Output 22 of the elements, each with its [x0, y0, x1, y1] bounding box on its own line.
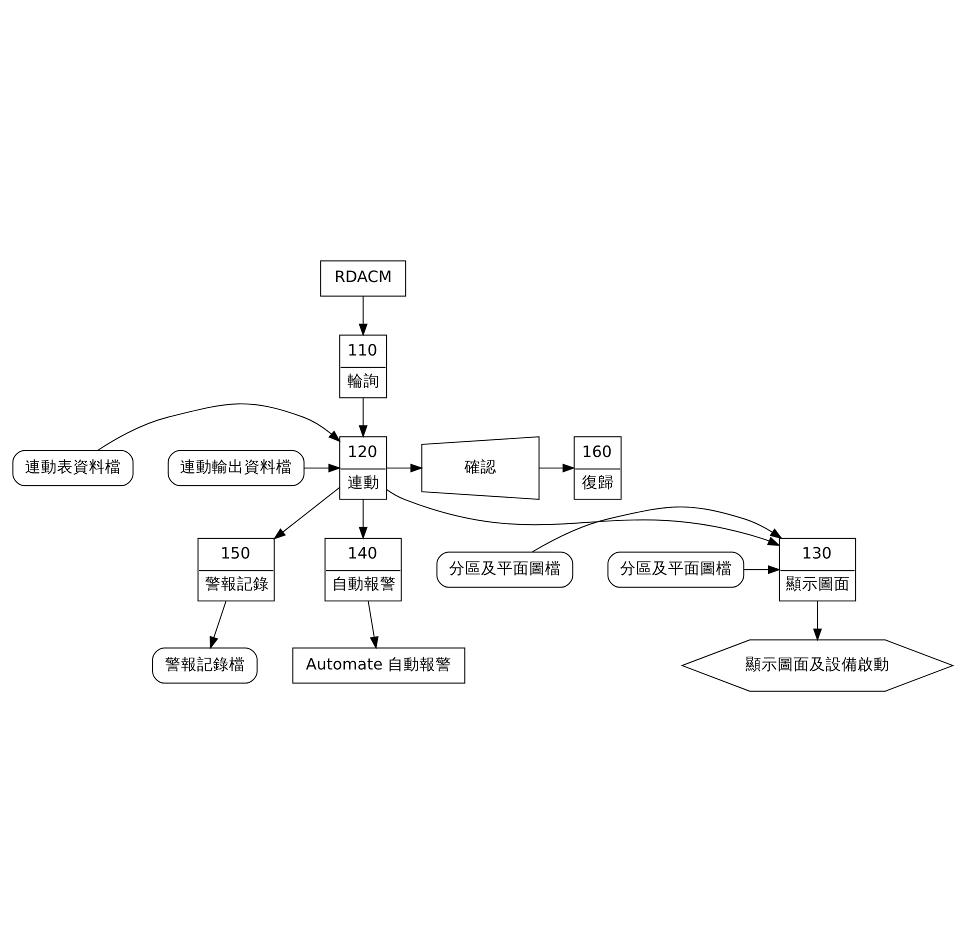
node-box: Automate 自動報警 [292, 646, 466, 684]
node-box: 分區及平面圖檔 [607, 551, 744, 588]
node-box: 分區及平面圖檔 [436, 551, 574, 588]
node-box: 連動表資料檔 [12, 449, 134, 486]
node-box: 確認 [421, 436, 540, 500]
arrow [304, 463, 342, 472]
arrow [210, 600, 226, 649]
arrow [386, 463, 424, 472]
arrow [97, 402, 341, 450]
arrow [358, 396, 368, 438]
arrow [386, 488, 780, 546]
arrow [358, 295, 368, 336]
arrow [813, 600, 822, 641]
arrow [368, 600, 379, 649]
node-box: RDACM [320, 260, 406, 296]
arrow [358, 498, 368, 540]
node-box: 連動輸出資料檔 [168, 449, 305, 486]
arrow [538, 463, 576, 472]
node-box: 警報記錄檔 [152, 646, 258, 684]
arrow [273, 486, 340, 540]
arrow [743, 564, 781, 574]
arrow [532, 506, 783, 552]
